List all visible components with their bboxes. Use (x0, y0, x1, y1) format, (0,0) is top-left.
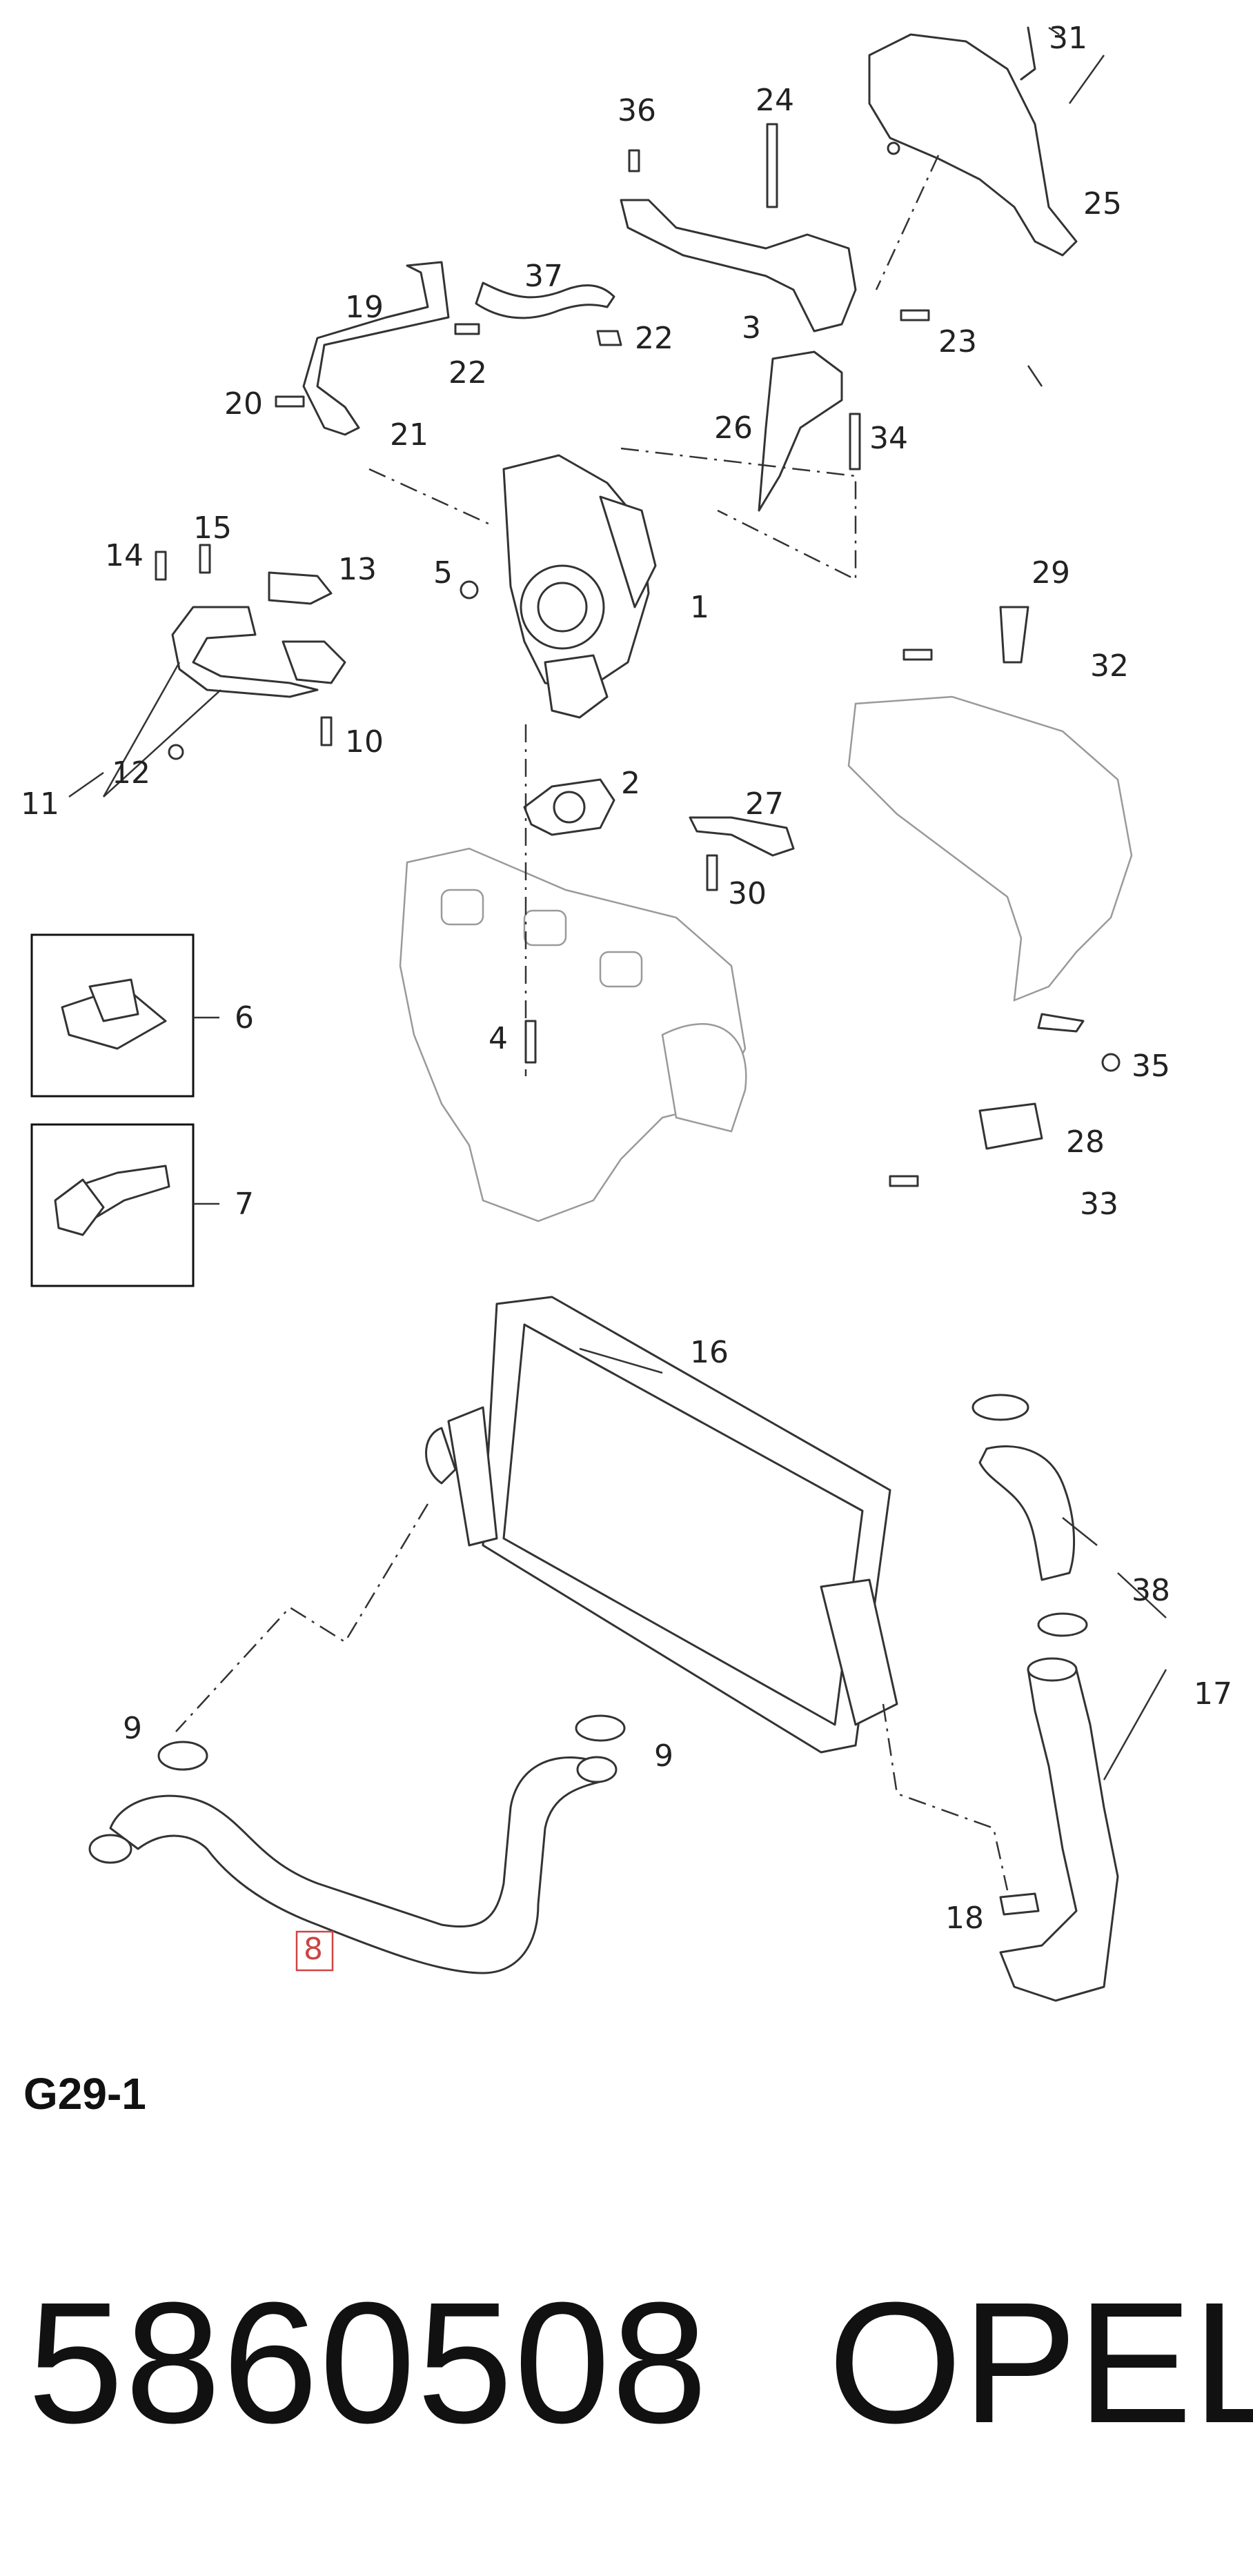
callout-38: 38 (1132, 1573, 1170, 1608)
callout-4: 4 (489, 1021, 508, 1056)
callout-29: 29 (1032, 555, 1070, 591)
diagram-code: G29-1 (23, 2069, 146, 2119)
callout-8: 8 (304, 1932, 323, 1967)
callout-15: 15 (193, 511, 232, 546)
callout-labels: 1 2 3 4 5 6 7 8 9 9 10 11 12 13 14 15 16… (21, 21, 1232, 1972)
callout-22-right: 22 (635, 321, 673, 356)
callout-7: 7 (235, 1187, 254, 1222)
callout-5: 5 (433, 555, 453, 591)
callout-10: 10 (345, 724, 384, 760)
callout-16: 16 (690, 1335, 729, 1370)
phantom-lines (175, 155, 1009, 1891)
exhaust-manifold-ghost (399, 847, 747, 1222)
turbo-gasket (523, 778, 615, 836)
intercooler (425, 1296, 898, 1754)
callout-3: 3 (742, 310, 761, 346)
callout-18: 18 (945, 1901, 984, 1936)
callout-2: 2 (621, 766, 640, 801)
callout-31: 31 (1049, 21, 1087, 56)
callout-36: 36 (618, 93, 656, 128)
callout-30: 30 (728, 876, 767, 911)
callout-22-left: 22 (448, 355, 487, 390)
callout-21: 21 (390, 417, 428, 453)
callout-37: 37 (524, 259, 563, 294)
callout-20: 20 (224, 386, 263, 422)
hose-clamps-9 (157, 1714, 626, 1771)
callout-32: 32 (1090, 648, 1129, 684)
callout-35: 35 (1132, 1049, 1170, 1084)
callout-25: 25 (1083, 186, 1122, 221)
detail-box-nut-clip (30, 933, 219, 1098)
callout-23: 23 (938, 324, 977, 359)
callout-11: 11 (21, 786, 59, 822)
callout-1: 1 (690, 590, 709, 625)
exhaust-heat-shield-ghost (847, 695, 1133, 1002)
callout-19: 19 (345, 290, 384, 325)
clamp-18 (999, 1892, 1040, 1916)
heat-shield-upper (868, 33, 1078, 257)
fasteners (155, 26, 1121, 1187)
callout-28: 28 (1066, 1124, 1105, 1160)
turbocharger (502, 454, 657, 719)
callout-17: 17 (1194, 1676, 1232, 1712)
callout-14: 14 (105, 538, 144, 573)
callout-33: 33 (1080, 1187, 1118, 1222)
bracket-27 (689, 816, 795, 857)
charge-air-hose-38 (971, 1394, 1088, 1637)
callout-6: 6 (235, 1000, 254, 1036)
charge-air-hose-8 (88, 1756, 618, 1974)
callout-26: 26 (714, 410, 753, 446)
brand-name: OPEL (828, 2266, 1253, 2459)
callout-27: 27 (745, 786, 784, 822)
callout-9-right: 9 (654, 1738, 673, 1774)
callout-13: 13 (338, 552, 377, 587)
oil-feed-pipe (302, 261, 615, 436)
callout-8-highlight-box (295, 1930, 334, 1972)
heat-shield-small (758, 350, 843, 512)
charge-air-pipe-17 (999, 1657, 1119, 2002)
leader-lines (68, 26, 1167, 1781)
callout-12: 12 (112, 755, 150, 791)
part-number: 5860508 (28, 2266, 709, 2459)
callout-34: 34 (869, 421, 908, 456)
detail-box-flange-bolt (30, 1123, 219, 1287)
oil-return-pipe (171, 571, 346, 698)
turbo-mounting-bracket (620, 199, 857, 333)
callout-9-left: 9 (123, 1711, 142, 1746)
callout-24: 24 (756, 83, 794, 118)
